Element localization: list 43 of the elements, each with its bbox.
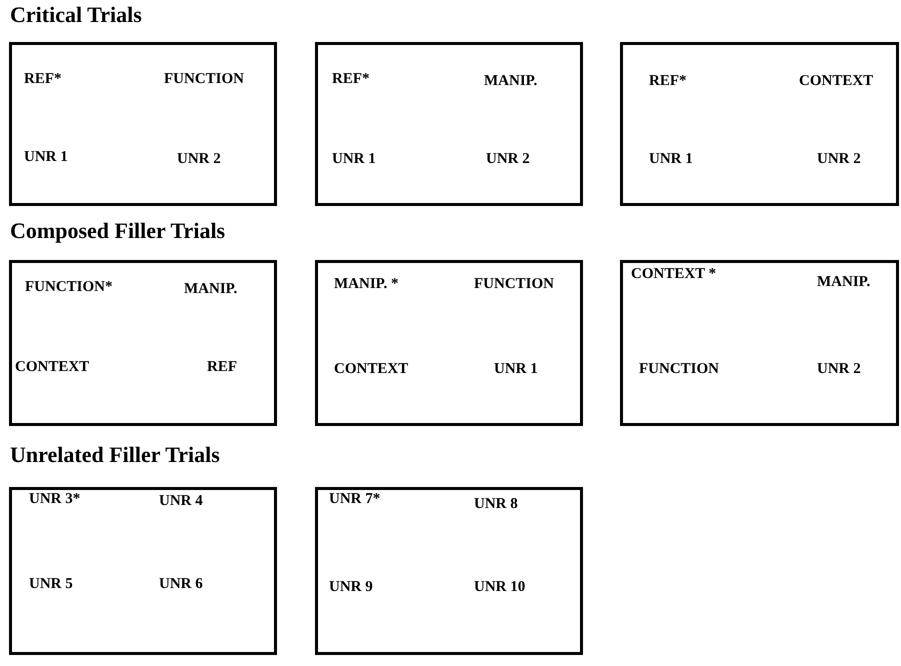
- item-label: UNR 5: [29, 577, 73, 592]
- trial-box: [9, 42, 277, 206]
- trial-box: [620, 42, 899, 206]
- item-label: UNR 2: [817, 362, 861, 377]
- item-label: UNR 8: [474, 497, 518, 512]
- item-label: UNR 10: [474, 580, 526, 595]
- section-heading: Composed Filler Trials: [10, 220, 226, 242]
- item-label: CONTEXT *: [631, 267, 716, 282]
- item-label: FUNCTION: [639, 362, 720, 377]
- section-heading: Unrelated Filler Trials: [10, 444, 220, 466]
- item-label: UNR 1: [494, 362, 538, 377]
- trial-box: [620, 260, 899, 426]
- item-label: UNR 6: [159, 577, 203, 592]
- item-label: MANIP.: [484, 74, 538, 89]
- trial-box: [9, 487, 277, 655]
- item-label: UNR 1: [332, 152, 376, 167]
- item-label: UNR 3*: [29, 492, 80, 507]
- item-label: CONTEXT: [15, 360, 90, 375]
- item-label: UNR 2: [817, 152, 861, 167]
- item-label: UNR 9: [329, 580, 373, 595]
- item-label: REF*: [24, 72, 62, 87]
- item-label: REF: [207, 360, 237, 375]
- item-label: UNR 1: [24, 150, 68, 165]
- trial-box: [9, 260, 277, 426]
- trial-box: [315, 260, 583, 426]
- item-label: UNR 4: [159, 494, 203, 509]
- item-label: UNR 2: [177, 152, 221, 167]
- item-label: MANIP.: [184, 282, 238, 297]
- item-label: FUNCTION: [474, 277, 554, 292]
- item-label: UNR 7*: [329, 492, 380, 507]
- item-label: REF*: [332, 72, 370, 87]
- item-label: MANIP.: [817, 275, 870, 290]
- item-label: CONTEXT: [799, 74, 874, 89]
- item-label: CONTEXT: [334, 362, 408, 377]
- section-heading: Critical Trials: [10, 4, 142, 26]
- item-label: REF*: [649, 74, 686, 89]
- item-label: FUNCTION*: [25, 280, 113, 295]
- item-label: FUNCTION: [164, 72, 244, 87]
- trial-box: [315, 42, 583, 206]
- item-label: UNR 2: [486, 152, 530, 167]
- item-label: MANIP. *: [334, 277, 398, 292]
- trial-box: [315, 487, 583, 655]
- item-label: UNR 1: [649, 152, 693, 167]
